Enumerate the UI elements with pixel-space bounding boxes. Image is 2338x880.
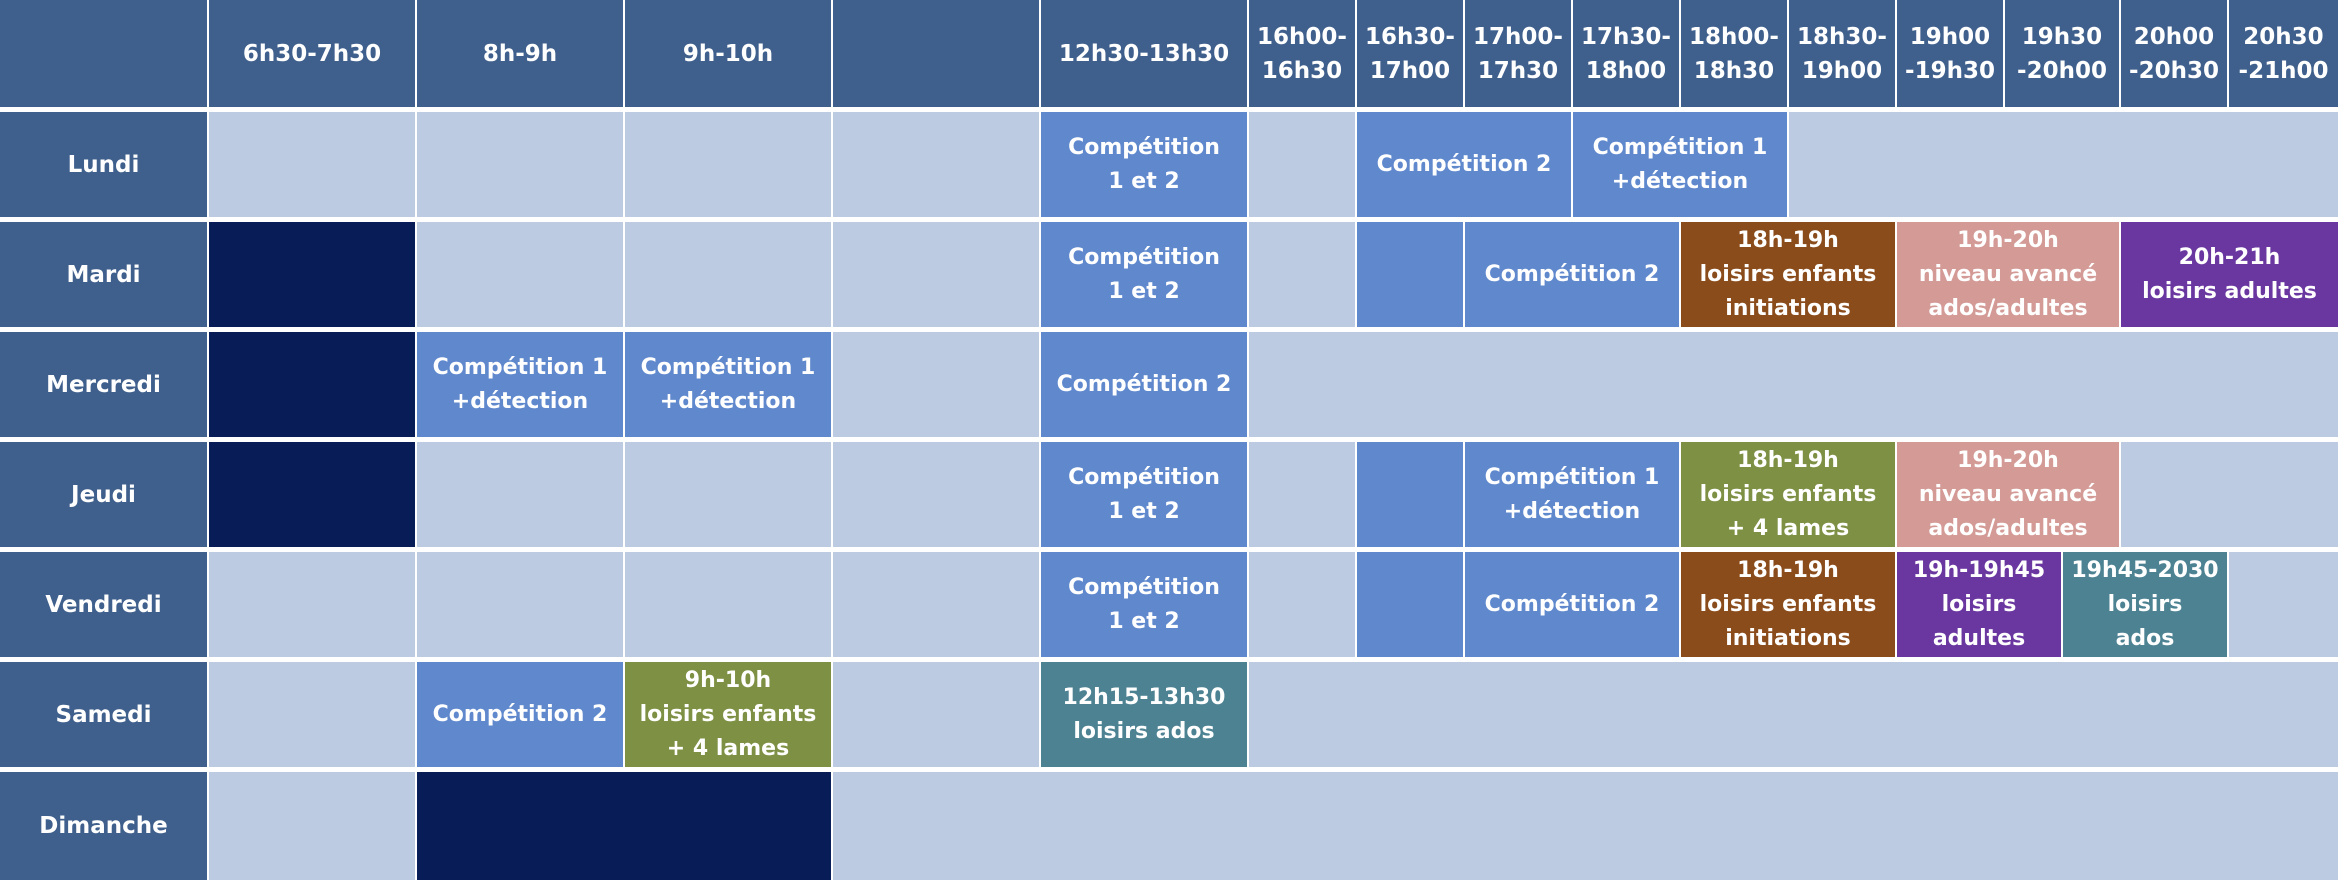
free-slot [833,552,1039,657]
free-slot [2229,552,2338,657]
time-slot-header: 20h00 -20h30 [2121,0,2227,107]
free-slot [417,552,623,657]
free-slot [833,112,1039,217]
session-block: 20h-21h loisirs adultes [2121,222,2338,327]
session-block: 19h-20h niveau avancé ados/adultes [1897,442,2119,547]
session-block: Compétition 1 et 2 [1041,222,1247,327]
time-slot-header: 17h00- 17h30 [1465,0,1571,107]
closed-slot [417,772,831,880]
free-slot [209,662,415,767]
free-slot [209,772,415,880]
session-block: 12h15-13h30 loisirs ados [1041,662,1247,767]
free-slot [625,222,831,327]
day-label-jeudi: Jeudi [0,442,207,547]
time-slot-header: 20h30 -21h00 [2229,0,2338,107]
session-block: Compétition 1 +détection [417,332,623,437]
session-block: Compétition 2 [1465,552,1679,657]
closed-slot [209,332,415,437]
time-slot-header: 18h30- 19h00 [1789,0,1895,107]
free-slot [1789,112,2338,217]
session-block: Compétition 2 [1041,332,1247,437]
free-slot [833,662,1039,767]
free-slot [625,442,831,547]
session-block: Compétition 1 et 2 [1041,442,1247,547]
free-slot [417,112,623,217]
session-block: Compétition 1 et 2 [1041,112,1247,217]
time-slot-header: 6h30-7h30 [209,0,415,107]
time-slot-header: 8h-9h [417,0,623,107]
free-slot [1249,442,1355,547]
session-block: Compétition 2 [1465,222,1679,327]
free-slot [2121,442,2338,547]
day-label-dimanche: Dimanche [0,772,207,880]
free-slot [1249,222,1355,327]
session-block [1357,442,1463,547]
session-block: 18h-19h loisirs enfants + 4 lames [1681,442,1895,547]
session-block: 19h-19h45 loisirs adultes [1897,552,2061,657]
closed-slot [209,222,415,327]
session-block: Compétition 1 +détection [1573,112,1787,217]
session-block: Compétition 1 +détection [625,332,831,437]
day-label-mercredi: Mercredi [0,332,207,437]
time-slot-header [833,0,1039,107]
free-slot [833,442,1039,547]
time-slot-header: 9h-10h [625,0,831,107]
free-slot [1249,112,1355,217]
session-block: 19h45-2030 loisirs ados [2063,552,2227,657]
free-slot [833,772,2338,880]
time-slot-header: 19h00 -19h30 [1897,0,2003,107]
time-slot-header: 17h30- 18h00 [1573,0,1679,107]
session-block: Compétition 2 [417,662,623,767]
session-block [1357,222,1463,327]
session-block: Compétition 1 +détection [1465,442,1679,547]
time-slot-header: 19h30 -20h00 [2005,0,2119,107]
closed-slot [209,442,415,547]
free-slot [833,222,1039,327]
session-block: 9h-10h loisirs enfants + 4 lames [625,662,831,767]
header-corner [0,0,207,107]
free-slot [625,552,831,657]
free-slot [1249,332,2338,437]
day-label-lundi: Lundi [0,112,207,217]
free-slot [833,332,1039,437]
time-slot-header: 16h30- 17h00 [1357,0,1463,107]
free-slot [1249,662,2338,767]
free-slot [417,222,623,327]
session-block: 18h-19h loisirs enfants initiations [1681,222,1895,327]
day-label-samedi: Samedi [0,662,207,767]
session-block: 19h-20h niveau avancé ados/adultes [1897,222,2119,327]
time-slot-header: 18h00- 18h30 [1681,0,1787,107]
free-slot [1249,552,1355,657]
session-block: Compétition 2 [1357,112,1571,217]
free-slot [625,112,831,217]
free-slot [209,552,415,657]
session-block [1357,552,1463,657]
free-slot [417,442,623,547]
session-block: Compétition 1 et 2 [1041,552,1247,657]
session-block: 18h-19h loisirs enfants initiations [1681,552,1895,657]
free-slot [209,112,415,217]
time-slot-header: 16h00- 16h30 [1249,0,1355,107]
day-label-mardi: Mardi [0,222,207,327]
day-label-vendredi: Vendredi [0,552,207,657]
time-slot-header: 12h30-13h30 [1041,0,1247,107]
